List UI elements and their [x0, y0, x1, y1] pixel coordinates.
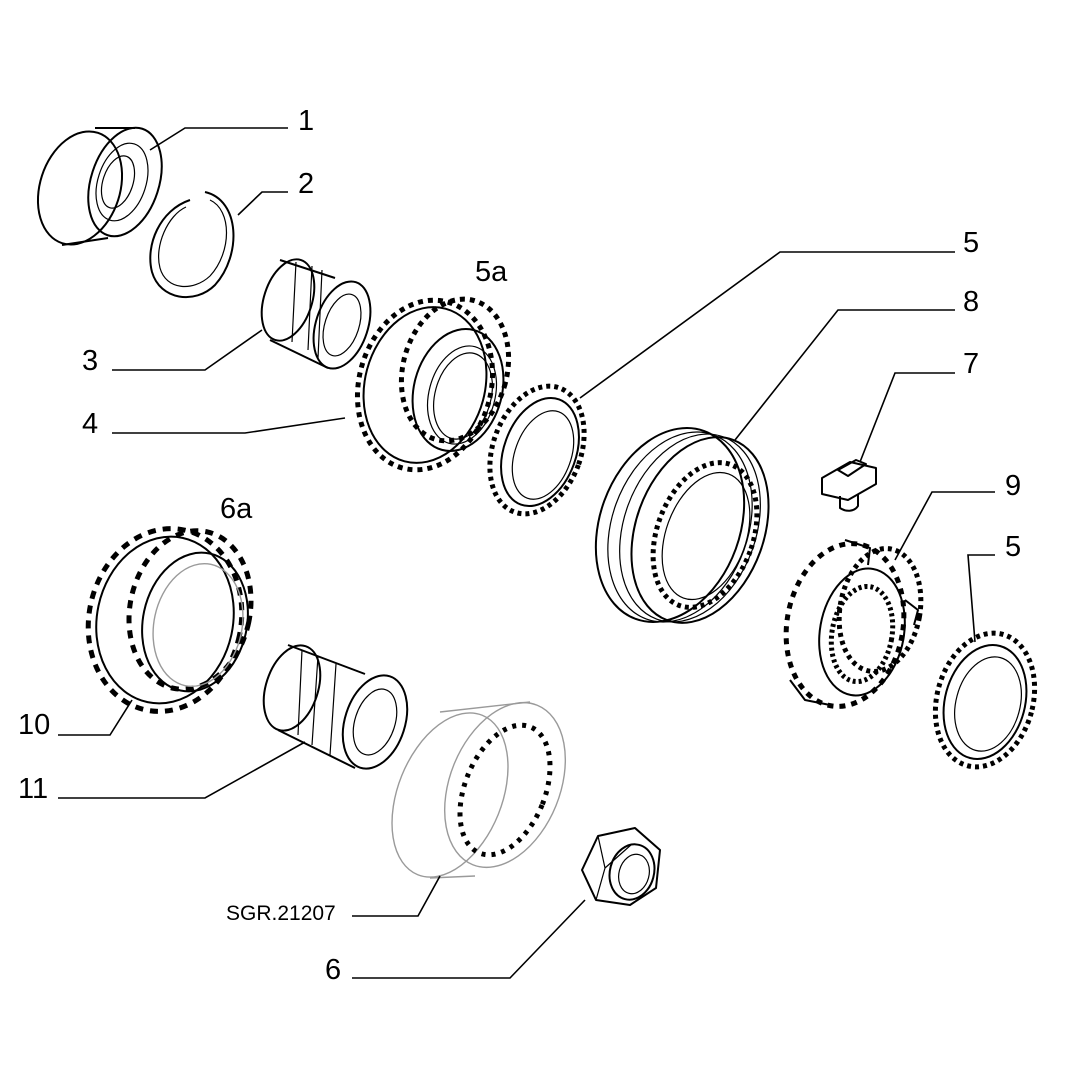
leader-3 [112, 329, 263, 371]
part-1-bearing [36, 126, 163, 246]
callout-3: 3 [82, 345, 98, 377]
leader-1 [149, 127, 288, 151]
callout-7: 7 [963, 348, 979, 380]
part-2-circlip [149, 191, 235, 299]
leader-5-upper [579, 251, 955, 399]
callout-6: 6 [325, 954, 341, 986]
leader-lines [58, 127, 995, 979]
part-6-nut [581, 827, 661, 906]
leader-8 [734, 309, 955, 441]
leader-7 [859, 372, 955, 463]
leader-4 [112, 417, 346, 434]
callout-5-lower: 5 [1005, 531, 1021, 563]
part-5-synchro-ring-upper [487, 383, 587, 517]
callout-1: 1 [298, 105, 314, 137]
part-11-bushing [262, 644, 409, 770]
callout-5-upper: 5 [963, 227, 979, 259]
part-5-synchro-ring-lower [932, 630, 1038, 770]
callout-5a: 5a [475, 256, 508, 288]
leader-9 [894, 491, 995, 561]
leader-10 [58, 699, 133, 736]
part-8-sleeve [594, 427, 770, 624]
callout-10: 10 [18, 709, 50, 741]
leader-11 [58, 741, 306, 799]
callout-9: 9 [1005, 470, 1021, 502]
part-9-hub [783, 539, 924, 709]
part-7-key [821, 459, 877, 512]
part-4-gear [354, 296, 512, 473]
reference-code: SGR.21207 [226, 902, 336, 925]
callout-6a: 6a [220, 493, 253, 525]
part-roller-cage [391, 701, 567, 879]
callout-4: 4 [82, 408, 98, 440]
leader-2 [237, 191, 288, 216]
callout-labels: 1 2 3 4 5a 5 8 7 9 5 6a 10 11 SGR.21207 … [18, 105, 1021, 986]
leader-5-lower [967, 554, 995, 643]
part-10-gear [85, 526, 254, 714]
leader-sgr [352, 875, 441, 917]
leader-6 [352, 899, 586, 979]
callout-2: 2 [298, 168, 314, 200]
callout-8: 8 [963, 286, 979, 318]
callout-11: 11 [18, 773, 48, 805]
part-3-bushing [260, 258, 372, 370]
